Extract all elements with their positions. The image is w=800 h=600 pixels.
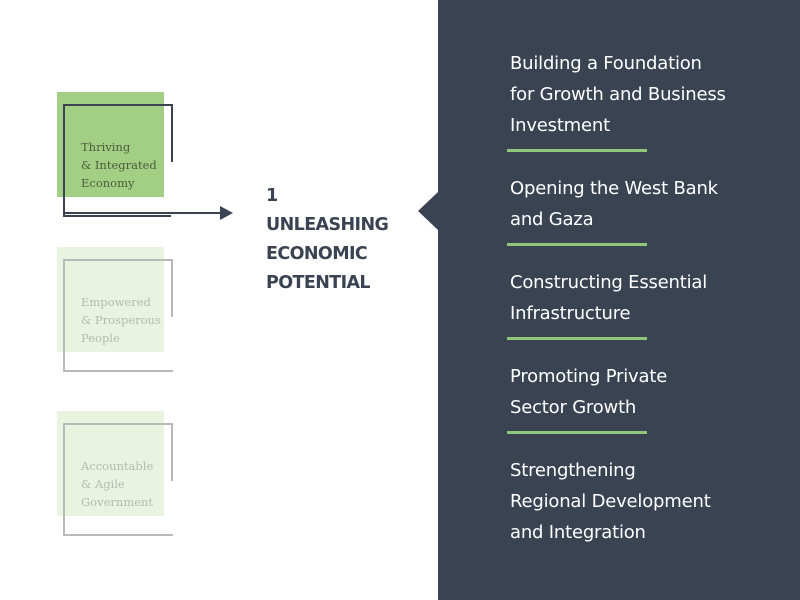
pillar-label: Empowered & Prosperous People [81,293,161,347]
panel-pointer [418,192,438,230]
section-title-line: POTENTIAL [266,273,371,293]
initiative-line: Infrastructure [510,303,631,324]
pillar-label: Thriving & Integrated Economy [81,138,157,192]
pillar-label-line: Economy [81,176,135,190]
section-title-line: ECONOMIC [266,244,368,264]
pillar-label: Accountable & Agile Government [81,457,153,511]
pillar-frame [63,104,171,217]
pillar-label-line: Accountable [81,459,154,473]
pillar-label-line: Thriving [81,140,131,154]
section-title-line: UNLEASHING [266,215,389,235]
pillar-accountable-government[interactable]: Accountable & Agile Government [57,411,177,536]
pillar-frame-right [171,259,173,317]
initiative-line: Sector Growth [510,397,637,418]
initiative-item: Promoting Private Sector Growth [510,361,790,423]
pillar-frame [63,259,173,372]
pillar-label-line: Empowered [81,295,151,309]
pillar-label-line: People [81,331,120,345]
initiative-line: Constructing Essential [510,272,708,293]
pillar-frame [63,423,173,536]
initiative-item: Building a Foundation for Growth and Bus… [510,48,790,141]
pillar-frame-right [171,423,173,481]
section-heading: 1 UNLEASHING ECONOMIC POTENTIAL [266,182,389,298]
initiative-line: Strengthening [510,460,636,481]
initiative-line: Opening the West Bank [510,178,718,199]
divider [507,431,647,434]
connector-line [63,212,221,214]
arrow-right-icon [220,206,233,220]
pillar-background [57,247,164,352]
initiative-line: Investment [510,115,610,136]
initiative-line: Regional Development [510,491,711,512]
pillar-background [57,92,164,197]
pillar-background [57,411,164,516]
initiative-item: Strengthening Regional Development and I… [510,455,790,548]
initiative-item: Constructing Essential Infrastructure [510,267,790,329]
pillar-label-line: & Integrated [81,158,157,172]
divider [507,337,647,340]
initiative-line: Building a Foundation [510,53,702,74]
pillar-empowered-people[interactable]: Empowered & Prosperous People [57,247,177,372]
initiatives-panel [438,0,800,600]
initiative-item: Opening the West Bank and Gaza [510,173,790,235]
initiative-line: and Integration [510,522,646,543]
initiative-line: Promoting Private [510,366,668,387]
divider [507,149,647,152]
divider [507,243,647,246]
pillar-frame-right [171,104,173,162]
initiative-line: and Gaza [510,209,594,230]
pillar-label-line: & Agile [81,477,125,491]
section-number: 1 [266,186,278,206]
initiative-line: for Growth and Business [510,84,726,105]
pillar-label-line: Government [81,495,154,509]
initiatives-list: Building a Foundation for Growth and Bus… [507,48,790,548]
pillar-label-line: & Prosperous [81,313,161,327]
pillar-thriving-economy[interactable]: Thriving & Integrated Economy [57,92,177,217]
